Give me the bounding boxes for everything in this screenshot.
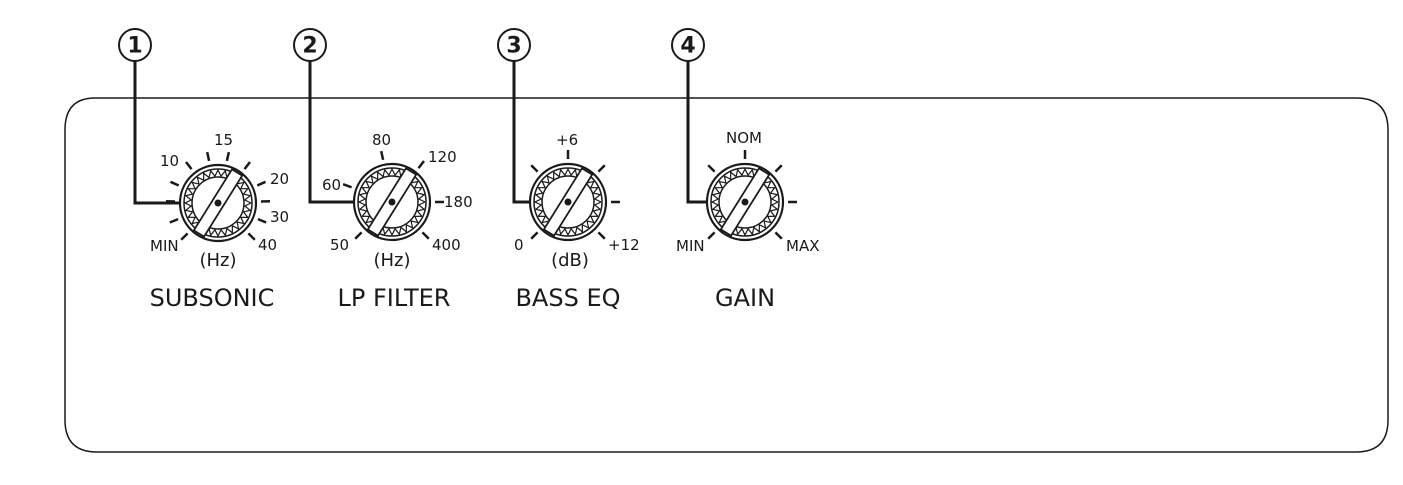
lp-filter-scale-label: 120: [428, 148, 457, 166]
panel-outline: [64, 97, 1389, 453]
scale-tick: [707, 231, 716, 240]
gain-scale-ticks: [707, 150, 797, 240]
subsonic-scale-ticks: [165, 151, 271, 241]
scale-tick: [530, 231, 539, 240]
subsonic-knob-pivot: [214, 199, 222, 207]
subsonic-scale-label: 30: [270, 208, 289, 226]
subsonic-scale-label: 20: [270, 170, 289, 188]
lp-filter-unit: (Hz): [373, 250, 410, 271]
lp-filter-scale-label: 180: [444, 193, 473, 211]
callout-3-number: 3: [506, 34, 521, 59]
lp-filter-knob-pivot: [388, 198, 396, 206]
gain-scale-label: MIN: [676, 237, 705, 255]
bass-eq-control: 3 0 +6 +12 (dB) BASS EQ: [497, 28, 640, 312]
scale-tick: [417, 160, 425, 169]
lp-filter-scale-label: 50: [330, 236, 349, 254]
bass-eq-scale-label: +12: [608, 236, 640, 254]
gain-scale-label: MAX: [786, 237, 819, 255]
scale-tick: [180, 232, 189, 241]
callout-4-number: 4: [680, 34, 695, 59]
scale-tick: [225, 151, 231, 162]
scale-tick: [247, 232, 256, 241]
scale-tick: [707, 164, 716, 173]
subsonic-title: SUBSONIC: [150, 284, 275, 312]
scale-tick: [169, 180, 180, 187]
bass-eq-scale-label: 0: [514, 236, 524, 254]
lp-filter-scale-label: 80: [372, 131, 391, 149]
subsonic-scale-label: MIN: [150, 237, 179, 255]
subsonic-control: 1 MIN 10 15 20 30 40 (Hz) SUBSONIC: [118, 28, 289, 312]
subsonic-scale-label: 10: [160, 152, 179, 170]
lp-filter-title: LP FILTER: [338, 284, 451, 312]
scale-tick: [257, 217, 267, 224]
subsonic-scale-label: 15: [214, 131, 233, 149]
gain-control: 4 MIN NOM MAX GAIN: [671, 28, 819, 312]
scale-tick: [774, 164, 783, 173]
lp-filter-scale-ticks: [342, 150, 444, 240]
gain-title: GAIN: [715, 284, 775, 312]
scale-tick: [379, 150, 385, 161]
bass-eq-scale-label: +6: [556, 131, 578, 149]
gain-knob-pivot: [741, 198, 749, 206]
lp-filter-scale-label: 400: [432, 236, 461, 254]
scale-tick: [256, 180, 267, 187]
callout-1-number: 1: [127, 34, 142, 59]
scale-tick: [169, 217, 179, 224]
bass-eq-knob-pivot: [564, 198, 572, 206]
scale-tick: [421, 231, 430, 240]
scale-tick: [597, 164, 606, 173]
scale-tick: [185, 161, 193, 170]
scale-tick: [530, 164, 539, 173]
lp-filter-control: 2 50 60 80 120 180 400 (Hz) LP FILTER: [293, 28, 473, 312]
scale-tick: [243, 161, 251, 170]
lp-filter-scale-label: 60: [322, 176, 341, 194]
scale-tick: [342, 183, 353, 189]
subsonic-unit: (Hz): [199, 250, 236, 271]
gain-scale-label: NOM: [726, 129, 762, 147]
scale-tick: [354, 231, 363, 240]
callout-2-number: 2: [302, 34, 317, 59]
bass-eq-scale-ticks: [516, 150, 620, 240]
bass-eq-title: BASS EQ: [515, 284, 620, 312]
scale-tick: [205, 151, 211, 162]
scale-tick: [774, 231, 783, 240]
bass-eq-unit: (dB): [551, 250, 589, 271]
subsonic-scale-label: 40: [258, 236, 277, 254]
scale-tick: [597, 231, 606, 240]
